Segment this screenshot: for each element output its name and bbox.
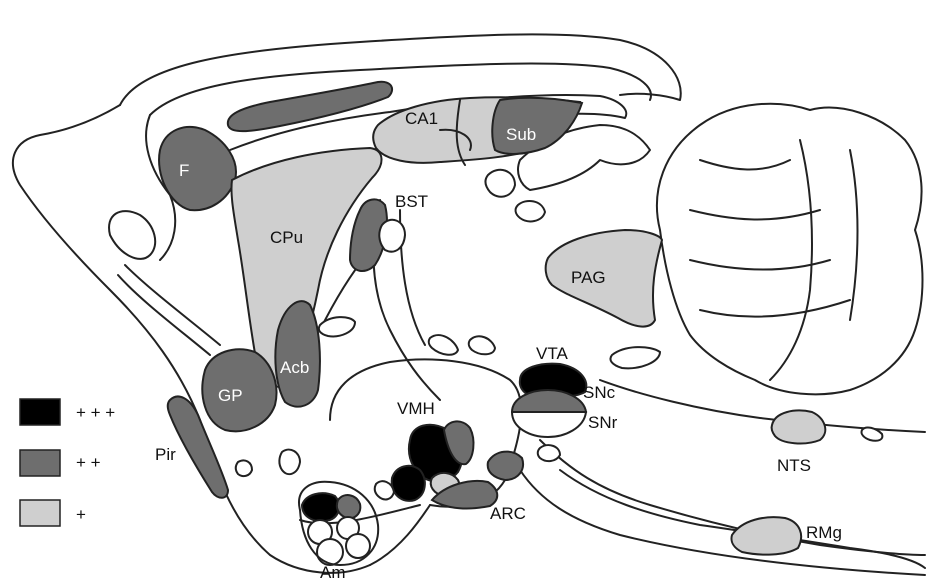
region-NTS-shape bbox=[772, 411, 826, 444]
region-Am-strong-shape bbox=[302, 493, 339, 521]
label-VMH: VMH bbox=[397, 399, 435, 418]
region-VMH-strong-2-shape bbox=[392, 466, 425, 501]
bst-hole-shape bbox=[379, 220, 405, 252]
region-Acb-shape bbox=[275, 301, 320, 407]
cortex-outer-outline bbox=[120, 34, 681, 105]
cerebellum-outline bbox=[657, 104, 923, 395]
label-Am: Am bbox=[320, 563, 346, 580]
ventricle-6-shape bbox=[516, 201, 545, 221]
legend-text-strong: + + + bbox=[76, 403, 115, 422]
legend-text-moderate: + + bbox=[76, 453, 101, 472]
ventricle-9-shape bbox=[236, 460, 252, 476]
label-F: F bbox=[179, 161, 189, 180]
label-ARC: ARC bbox=[490, 504, 526, 523]
label-Pir: Pir bbox=[155, 445, 176, 464]
label-CPu: CPu bbox=[270, 228, 303, 247]
region-RMg-shape bbox=[731, 517, 801, 554]
label-SNc: SNc bbox=[583, 383, 616, 402]
cerebellum-folia-outline bbox=[690, 140, 858, 380]
label-Acb: Acb bbox=[280, 358, 309, 377]
region-ARC-2-shape bbox=[488, 452, 523, 480]
ventricle-7-shape bbox=[279, 450, 300, 475]
ventricle-2-shape bbox=[429, 335, 458, 355]
ventricle-5-shape bbox=[486, 170, 515, 197]
amygdala-hole-4-shape bbox=[346, 534, 370, 558]
ventricle-8-shape bbox=[375, 481, 394, 499]
legend-swatch-strong bbox=[20, 399, 60, 425]
brainstem-inner-outline bbox=[560, 470, 925, 568]
amygdala-hole-3-shape bbox=[317, 539, 343, 565]
region-Am-moderate-shape bbox=[337, 495, 360, 518]
label-GP: GP bbox=[218, 386, 243, 405]
olfactory-tract-outline bbox=[118, 265, 220, 355]
label-PAG: PAG bbox=[571, 268, 606, 287]
ventricle-3-shape bbox=[469, 336, 495, 354]
label-CA1: CA1 bbox=[405, 109, 438, 128]
label-SNr: SNr bbox=[588, 413, 618, 432]
label-VTA: VTA bbox=[536, 344, 568, 363]
olfactory-loop-outline bbox=[109, 211, 155, 259]
label-RMg: RMg bbox=[806, 523, 842, 542]
legend-text-weak: + bbox=[76, 505, 86, 524]
regions bbox=[159, 82, 825, 565]
ventricle-11-shape bbox=[538, 445, 560, 461]
label-Sub: Sub bbox=[506, 125, 536, 144]
cingulum-bar-shape bbox=[228, 82, 392, 131]
region-SNr-shape bbox=[512, 412, 586, 437]
legend-swatch-weak bbox=[20, 500, 60, 526]
legend-swatch-moderate bbox=[20, 450, 60, 476]
ventricle-4-shape bbox=[610, 347, 660, 368]
label-BST: BST bbox=[395, 192, 428, 211]
label-NTS: NTS bbox=[777, 456, 811, 475]
brainstem-bottom-outline bbox=[520, 470, 925, 575]
brainstem-dorsal-outline bbox=[600, 380, 925, 432]
legend: + + + + + + bbox=[20, 399, 115, 526]
